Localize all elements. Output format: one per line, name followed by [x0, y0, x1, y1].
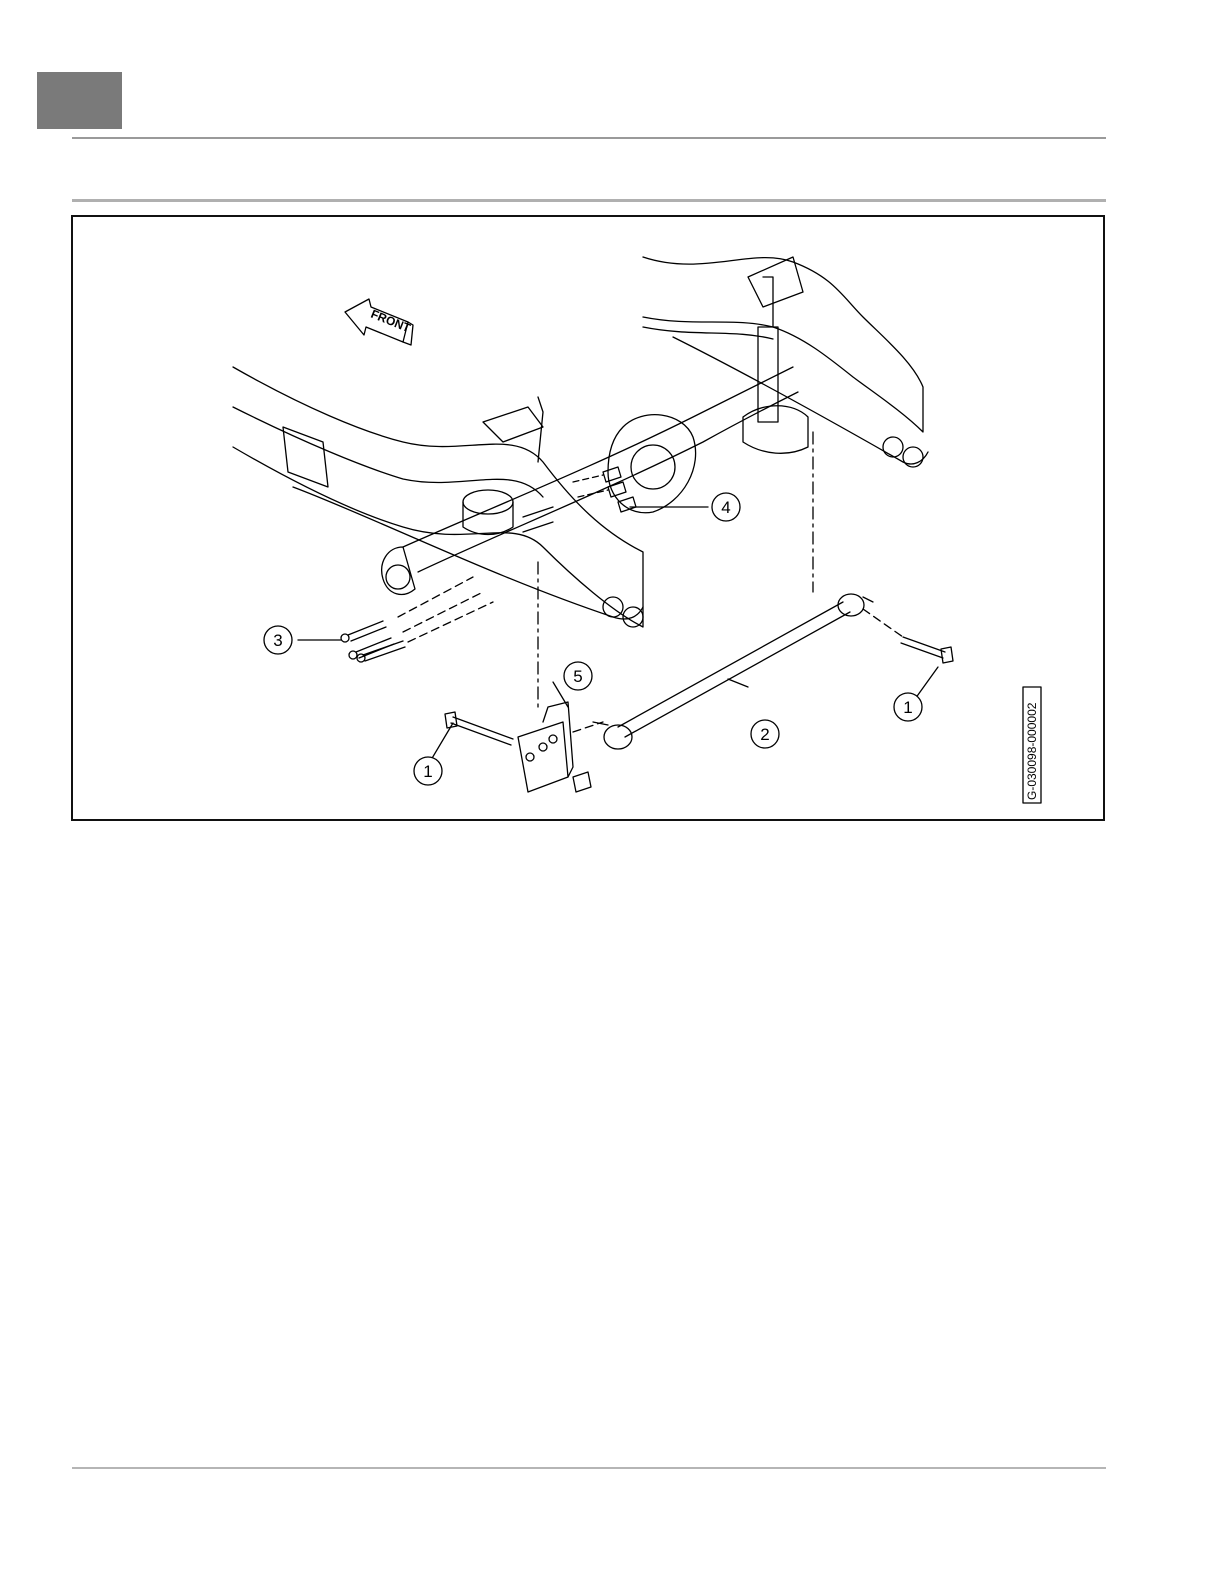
figure-id: G-030098-000002 [1025, 702, 1039, 800]
callout-3: 3 [273, 631, 282, 650]
left-shock-mount [483, 407, 543, 442]
axle-tube [403, 367, 793, 547]
bolt-item-1-right [863, 609, 953, 663]
footer-rule [72, 1467, 1106, 1469]
left-hub [382, 547, 415, 594]
bolt-item-1-left [445, 712, 513, 745]
chapter-tab [37, 72, 122, 129]
frame-rail-left-inner [233, 407, 543, 497]
panhard-rod-item-2 [593, 594, 873, 749]
callout-1-left: 1 [423, 762, 432, 781]
callout-2: 2 [760, 725, 769, 744]
callout-1-right: 1 [903, 698, 912, 717]
nuts-item-4 [573, 467, 636, 512]
frame-rail-left [233, 367, 643, 627]
bracket-item-5 [518, 702, 591, 792]
bolts-item-3 [341, 577, 493, 662]
callout-5: 5 [573, 667, 582, 686]
figure-frame: FRONT 1 2 3 4 5 1 G-030098-000002 [71, 215, 1105, 821]
differential-housing [608, 415, 696, 513]
header-rule [72, 137, 1106, 139]
suspension-illustration: FRONT 1 2 3 4 5 1 G-030098-000002 [73, 217, 1103, 819]
callout-4: 4 [721, 498, 730, 517]
section-rule [72, 199, 1106, 202]
leaf-spring-right [673, 337, 928, 464]
